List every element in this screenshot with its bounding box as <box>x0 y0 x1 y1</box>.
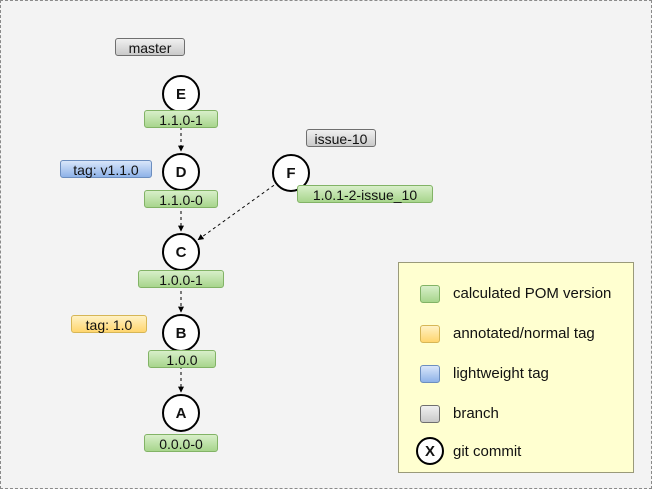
legend-text-annotated: annotated/normal tag <box>453 325 595 342</box>
legend-text-branch: branch <box>453 405 499 422</box>
version-label-d: 1.1.0-0 <box>144 190 218 208</box>
tag-label-10: tag: 1.0 <box>71 315 147 333</box>
branch-label-issue-10: issue-10 <box>306 129 376 147</box>
version-label-b: 1.0.0 <box>148 350 216 368</box>
legend-swatch-annotated <box>420 325 440 343</box>
legend-commit-symbol: X <box>416 437 444 465</box>
legend-item-annotated: annotated/normal tag <box>399 323 633 345</box>
legend-text-commit: git commit <box>453 443 522 460</box>
legend-swatch-lightweight <box>420 365 440 383</box>
version-label-f: 1.0.1-2-issue_10 <box>297 185 433 203</box>
legend-item-commit: X git commit <box>399 437 633 465</box>
legend: calculated POM version annotated/normal … <box>398 262 634 473</box>
legend-text-lightweight: lightweight tag <box>453 365 549 382</box>
commit-node-d: D <box>162 153 200 191</box>
branch-label-master: master <box>115 38 185 56</box>
version-label-c: 1.0.0-1 <box>138 270 224 288</box>
legend-swatch-calculated <box>420 285 440 303</box>
legend-item-lightweight: lightweight tag <box>399 363 633 385</box>
legend-text-calculated: calculated POM version <box>453 285 612 302</box>
version-label-e: 1.1.0-1 <box>144 110 218 128</box>
commit-node-a: A <box>162 394 200 432</box>
legend-swatch-branch <box>420 405 440 423</box>
commit-node-c: C <box>162 233 200 271</box>
commit-node-f: F <box>272 154 310 192</box>
commit-node-e: E <box>162 75 200 113</box>
tag-label-v110: tag: v1.1.0 <box>60 160 152 178</box>
version-label-a: 0.0.0-0 <box>144 434 218 452</box>
commit-node-b: B <box>162 314 200 352</box>
legend-item-branch: branch <box>399 403 633 425</box>
legend-item-calculated: calculated POM version <box>399 283 633 305</box>
